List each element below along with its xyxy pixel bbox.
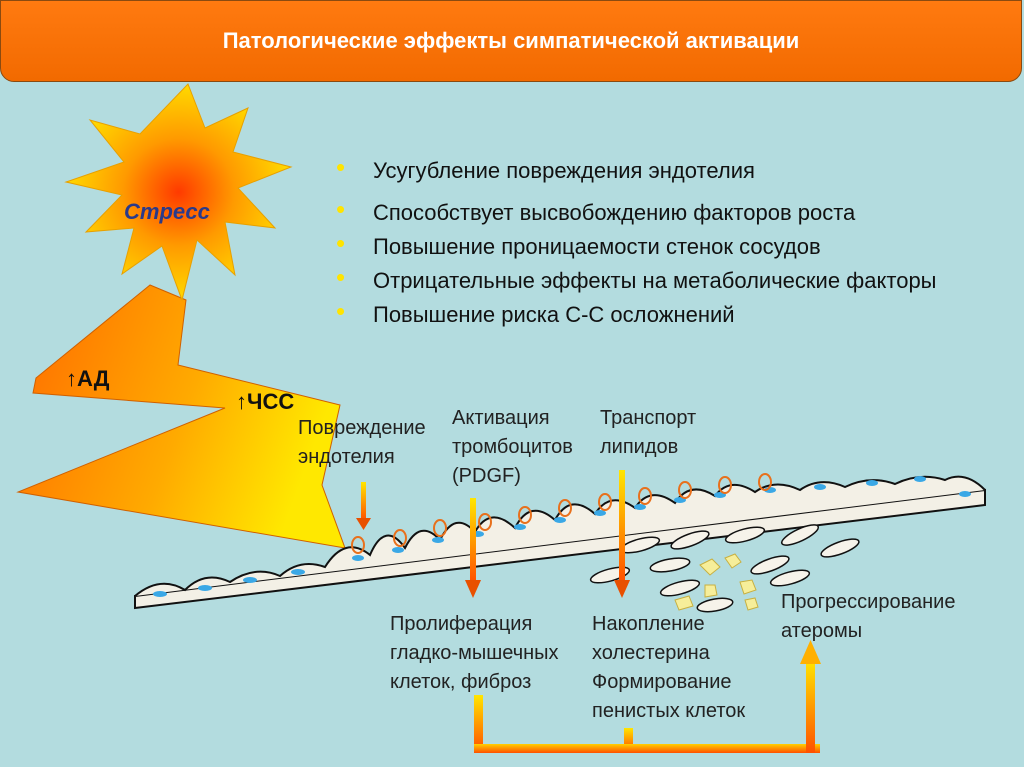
title-bar: Патологические эффекты симпатической акт…	[0, 0, 1022, 82]
hr-label: ↑ЧСС	[236, 389, 295, 414]
endothelium-damage-label: Повреждение эндотелия	[298, 417, 426, 468]
foam-cells	[589, 524, 860, 613]
arrow-lipid-transport	[614, 470, 630, 598]
cholesterol-label: Накопление холестерина Формирование пени…	[592, 613, 746, 722]
vessel-wall	[134, 475, 986, 610]
platelet-activation-label: Активация тромбоцитов (PDGF)	[452, 407, 573, 487]
lightning-bolt	[16, 284, 346, 549]
bullet-item: Повышение проницаемости стенок сосудов	[336, 226, 1016, 264]
damaged-cells	[351, 473, 772, 554]
bullet-item: Повышение риска С-С осложнений	[336, 294, 1016, 332]
proliferation-label: Пролиферация гладко-мышечных клеток, фиб…	[390, 613, 559, 693]
connector-arrow	[474, 640, 821, 753]
bp-label: ↑АД	[66, 366, 110, 391]
bullet-item: Отрицательные эффекты на метаболические …	[336, 260, 1016, 298]
bullet-item: Способствует высвобождению факторов рост…	[336, 192, 1016, 230]
atheroma-label: Прогрессирование атеромы	[781, 591, 956, 642]
arrow-platelet-activation	[465, 498, 481, 598]
effects-list: Усугубление повреждения эндотелия Способ…	[336, 150, 1016, 332]
sun-label: Стресс	[124, 199, 210, 224]
cholesterol-deposits	[674, 553, 759, 611]
page-title: Патологические эффекты симпатической акт…	[222, 28, 800, 53]
arrow-endothelium-damage	[356, 482, 371, 530]
sun-icon	[64, 83, 293, 302]
lipid-transport-label: Транспорт липидов	[600, 407, 697, 458]
bullet-item: Усугубление повреждения эндотелия	[336, 150, 1016, 188]
